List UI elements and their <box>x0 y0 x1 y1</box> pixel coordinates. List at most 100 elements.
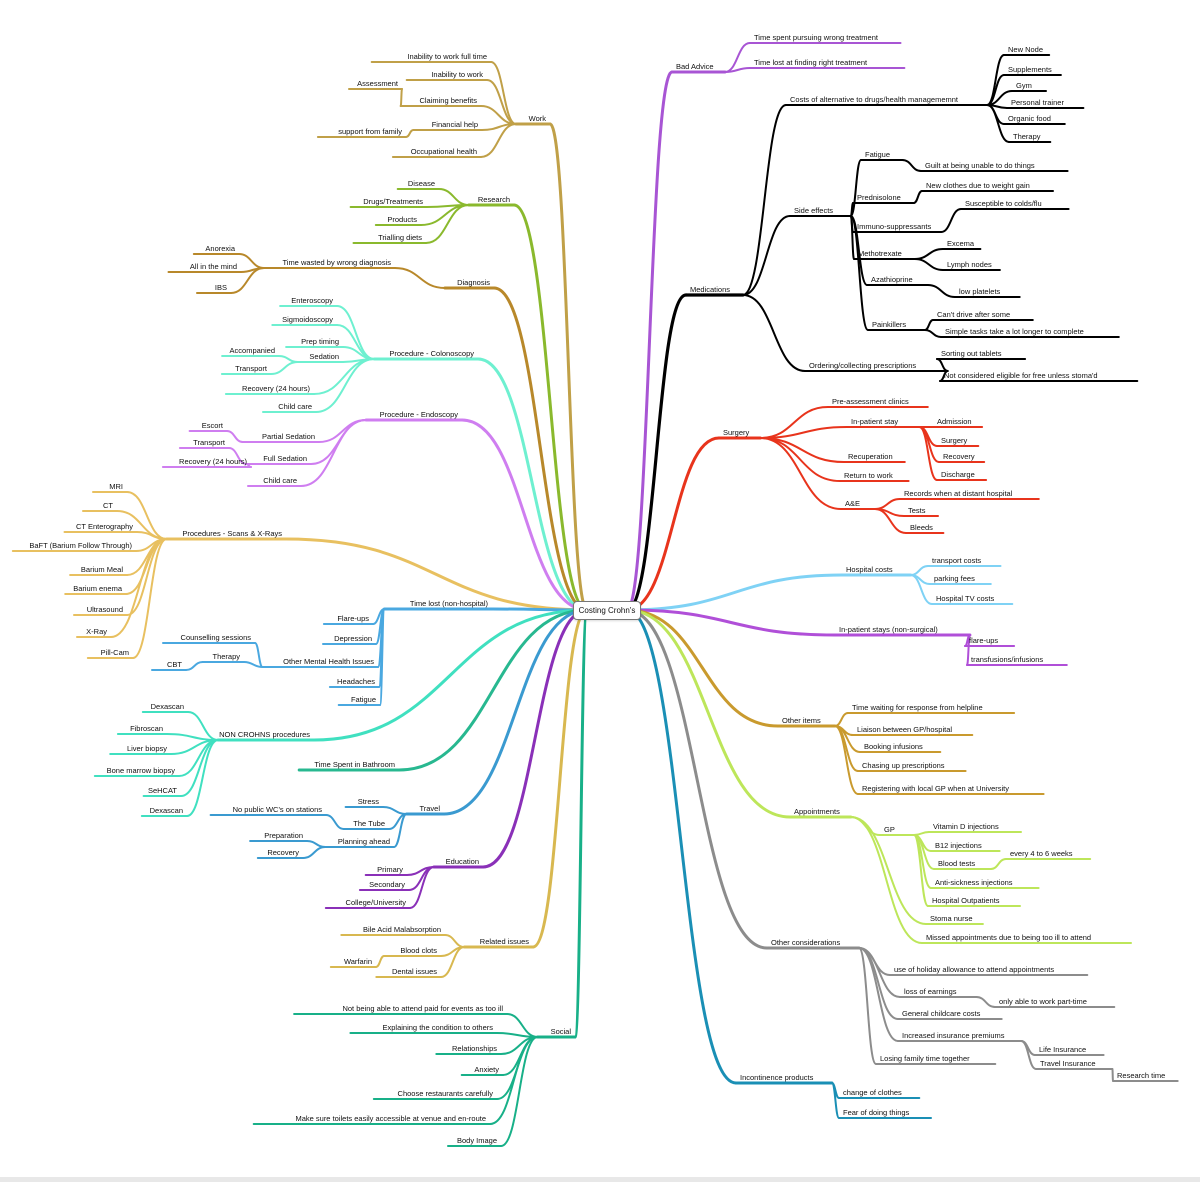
node-label[interactable]: Dexascan <box>151 702 184 711</box>
node-label[interactable]: Medications <box>690 285 730 294</box>
node-label[interactable]: Life Insurance <box>1039 1045 1086 1054</box>
node-label[interactable]: Procedure - Endoscopy <box>380 410 459 419</box>
node-label[interactable]: Depression <box>334 634 372 643</box>
node-label[interactable]: Travel Insurance <box>1040 1059 1096 1068</box>
node-label[interactable]: Other items <box>782 716 821 725</box>
node-label[interactable]: Anti-sickness injections <box>935 878 1013 887</box>
node-label[interactable]: Research time <box>1117 1071 1165 1080</box>
node-label[interactable]: B12 injections <box>935 841 982 850</box>
node-label[interactable]: Missed appointments due to being too ill… <box>926 933 1091 942</box>
node-label[interactable]: Assessment <box>357 79 399 88</box>
node-label[interactable]: Liaison between GP/hospital <box>857 725 952 734</box>
node-label[interactable]: Accompanied <box>230 346 275 355</box>
node-label[interactable]: every 4 to 6 weeks <box>1010 849 1073 858</box>
node-label[interactable]: Bone marrow biopsy <box>107 766 176 775</box>
node-label[interactable]: Anorexia <box>205 244 235 253</box>
node-label[interactable]: CBT <box>167 660 182 669</box>
node-label[interactable]: parking fees <box>934 574 975 583</box>
node-label[interactable]: Increased insurance premiums <box>902 1031 1005 1040</box>
node-label[interactable]: Tests <box>908 506 926 515</box>
node-label[interactable]: loss of earnings <box>904 987 957 996</box>
node-label[interactable]: In-patient stays (non-surgical) <box>839 625 938 634</box>
node-label[interactable]: Booking infusions <box>864 742 923 751</box>
node-label[interactable]: use of holiday allowance to attend appoi… <box>894 965 1054 974</box>
node-label[interactable]: Admission <box>937 417 972 426</box>
node-label[interactable]: IBS <box>215 283 227 292</box>
node-label[interactable]: Escort <box>202 421 224 430</box>
node-label[interactable]: Preparation <box>264 831 303 840</box>
node-label[interactable]: CT Enterography <box>76 522 133 531</box>
node-label[interactable]: Bile Acid Malabsorption <box>363 925 441 934</box>
node-label[interactable]: Painkillers <box>872 320 906 329</box>
horizontal-scrollbar[interactable] <box>0 1177 1200 1182</box>
node-label[interactable]: Claiming benefits <box>419 96 477 105</box>
node-label[interactable]: Liver biopsy <box>127 744 167 753</box>
node-label[interactable]: Time Spent in Bathroom <box>314 760 395 769</box>
node-label[interactable]: Other considerations <box>771 938 840 947</box>
node-label[interactable]: Supplements <box>1008 65 1052 74</box>
node-label[interactable]: Research <box>478 195 510 204</box>
node-label[interactable]: Other Mental Health Issues <box>283 657 374 666</box>
node-label[interactable]: In-patient stay <box>851 417 898 426</box>
node-label[interactable]: NON CROHNS procedures <box>219 730 310 739</box>
node-label[interactable]: Return to work <box>844 471 893 480</box>
node-label[interactable]: Bleeds <box>910 523 933 532</box>
node-label[interactable]: Barium Meal <box>81 565 123 574</box>
node-label[interactable]: Bad Advice <box>676 62 714 71</box>
node-label[interactable]: Appointments <box>794 807 840 816</box>
node-label[interactable]: Chasing up prescriptions <box>862 761 945 770</box>
node-label[interactable]: Primary <box>377 865 403 874</box>
node-label[interactable]: Discharge <box>941 470 975 479</box>
node-label[interactable]: Susceptible to colds/flu <box>965 199 1042 208</box>
node-label[interactable]: Stress <box>358 797 380 806</box>
node-label[interactable]: Inability to work full time <box>407 52 487 61</box>
node-label[interactable]: Pill-Cam <box>101 648 129 657</box>
node-label[interactable]: X-Ray <box>86 627 107 636</box>
node-label[interactable]: Time waiting for response from helpline <box>852 703 983 712</box>
node-label[interactable]: Fatigue <box>351 695 376 704</box>
node-label[interactable]: Counselling sessions <box>181 633 252 642</box>
node-label[interactable]: Azathioprine <box>871 275 913 284</box>
node-label[interactable]: only able to work part-time <box>999 997 1087 1006</box>
node-label[interactable]: Trialling diets <box>378 233 422 242</box>
node-label[interactable]: Explaining the condition to others <box>383 1023 494 1032</box>
node-label[interactable]: Social <box>551 1027 572 1036</box>
node-label[interactable]: Enteroscopy <box>291 296 333 305</box>
node-label[interactable]: Excema <box>947 239 975 248</box>
node-label[interactable]: Ultrasound <box>87 605 123 614</box>
node-label[interactable]: Headaches <box>337 677 375 686</box>
node-label[interactable]: Fatigue <box>865 150 890 159</box>
node-label[interactable]: transfusions/infusions <box>971 655 1043 664</box>
node-label[interactable]: Procedure - Colonoscopy <box>389 349 474 358</box>
node-label[interactable]: Surgery <box>941 436 968 445</box>
node-label[interactable]: Occupational health <box>411 147 477 156</box>
node-label[interactable]: Pre-assessment clinics <box>832 397 909 406</box>
node-label[interactable]: Personal trainer <box>1011 98 1064 107</box>
node-label[interactable]: Simple tasks take a lot longer to comple… <box>945 327 1084 336</box>
node-label[interactable]: Recuperation <box>848 452 893 461</box>
node-label[interactable]: Incontinence products <box>740 1073 814 1082</box>
node-label[interactable]: Body Image <box>457 1136 497 1145</box>
node-label[interactable]: Sigmoidoscopy <box>282 315 333 324</box>
node-label[interactable]: Relationships <box>452 1044 497 1053</box>
node-label[interactable]: Child care <box>263 476 297 485</box>
node-label[interactable]: Dental issues <box>392 967 437 976</box>
node-label[interactable]: Surgery <box>723 428 750 437</box>
node-label[interactable]: Flare-ups <box>337 614 369 623</box>
node-label[interactable]: Hospital costs <box>846 565 893 574</box>
node-label[interactable]: MRI <box>109 482 123 491</box>
node-label[interactable]: Sorting out tablets <box>941 349 1002 358</box>
node-label[interactable]: Therapy <box>1013 132 1041 141</box>
node-label[interactable]: Ordering/collecting prescriptions <box>809 361 916 370</box>
node-label[interactable]: Procedures - Scans & X-Rays <box>182 529 282 538</box>
node-label[interactable]: Inability to work <box>431 70 483 79</box>
node-label[interactable]: Organic food <box>1008 114 1051 123</box>
node-label[interactable]: Dexascan <box>150 806 183 815</box>
node-label[interactable]: Time lost at finding right treatment <box>754 58 868 67</box>
node-label[interactable]: flare-ups <box>969 636 998 645</box>
node-label[interactable]: Not considered eligible for free unless … <box>944 371 1098 380</box>
node-label[interactable]: CT <box>103 501 113 510</box>
node-label[interactable]: Warfarin <box>344 957 372 966</box>
node-label[interactable]: Recovery <box>267 848 299 857</box>
node-label[interactable]: Blood clots <box>400 946 437 955</box>
